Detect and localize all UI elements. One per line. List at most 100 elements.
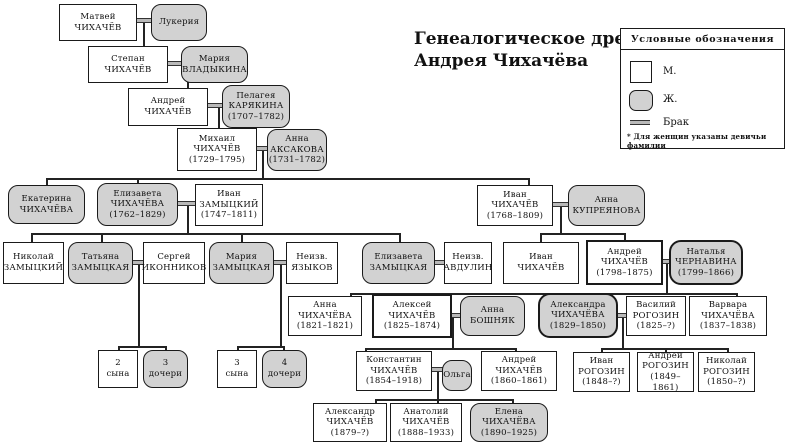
person-tatyana-zamytskaya: Татьяна ЗАМЫЦКАЯ [68,242,133,284]
descent-line-v [187,204,189,233]
descent-line-v [437,399,439,403]
person-neizv-avdulin: Неизв. АВДУЛИН [443,242,492,284]
person-anna-kupreyanova: Анна КУПРЕЯНОВА [568,185,645,226]
person-mikhail-chikhachev: Михаил ЧИХАЧЁВ (1729–1795) [177,128,257,171]
person-ivan-zamytskiy: Иван ЗАМЫЦКИЙ (1747–1811) [195,184,263,226]
person-ivan-chikhachev-1768: Иван ЧИХАЧЁВ (1768–1809) [477,185,553,226]
marriage-line [133,260,144,265]
person-anna-aksakova: Анна АКСАКОВА (1731–1782) [267,129,327,171]
descent-line-v [622,316,624,348]
person-natalya-chernavina: Наталья ЧЕРНАВИНА (1799–1866) [669,240,743,285]
person-nikolay-zamytskiy: Николай ЗАМЫЦКИЙ [3,242,64,284]
marriage-line [435,260,445,265]
marriage-line [274,260,287,265]
descent-line-v [280,263,282,346]
descent-line-v [46,178,48,185]
person-elizaveta-chikhacheva: Елизавета ЧИХАЧЁВА (1762–1829) [97,183,178,226]
descent-line-v [666,262,668,293]
person-anna-chikhacheva-1821: Анна ЧИХАЧЁВА (1821–1821) [288,296,362,336]
marriage-line [208,103,223,108]
descent-line-h [46,178,529,180]
diagram-title: Генеалогическое древо Андрея Чихачёва [414,28,648,72]
descent-line-v [399,233,401,242]
marriage-line [168,61,182,66]
marriage-line [178,201,196,206]
person-ekaterina-chikhacheva: Екатерина ЧИХАЧЁВА [8,185,85,224]
legend-header: Условные обозначения [621,29,784,50]
person-nikolay-rogozin: Николай РОГОЗИН (1850–?) [698,352,755,392]
person-aleksey-chikhachev-1825: Алексей ЧИХАЧЁВ (1825–1874) [372,294,452,338]
descent-line-v [601,348,603,352]
person-andrey-chikhachev-1798: Андрей ЧИХАЧЁВ (1798–1875) [586,240,663,285]
person-anatoliy-chikhachev: Анатолий ЧИХАЧЁВ (1888–1933) [390,403,462,442]
diagram-title-line2: Андрея Чихачёва [414,51,589,71]
marriage-line [452,313,461,318]
person-varvara-chikhacheva: Варвара ЧИХАЧЁВА (1837–1838) [689,296,767,336]
diagram-title-line1: Генеалогическое древо [414,29,649,49]
legend-marriage-label: Брак [663,117,689,128]
person-elizaveta-zamytskaya: Елизавета ЗАМЫЦКАЯ [362,242,435,284]
descent-line-v [375,399,377,403]
person-andrey-chikhachev-1860: Андрей ЧИХАЧЁВ (1860–1861) [481,351,557,391]
descent-line-h [118,346,166,348]
descent-line-v [624,233,626,240]
legend-note: * Для женщин указаны девичьи фамилии [627,132,767,150]
person-vasiliy-rogozin: Василий РОГОЗИН (1825–?) [626,296,686,336]
descent-line-v [512,399,514,403]
legend-male-label: М. [663,66,677,77]
descent-line-v [727,348,729,352]
descent-line-v [262,149,264,178]
group-3-sons: 3 сына [217,350,257,388]
person-andrey-chikhachev-sr: Андрей ЧИХАЧЁВ [128,88,208,126]
group-4-daughters: 4 дочери [262,350,307,388]
descent-line-h [601,348,728,350]
marriage-line [257,146,268,151]
person-aleksandra-chikhacheva-1829: Александра ЧИХАЧЁВА (1829–1850) [538,293,618,338]
descent-line-v [515,348,517,351]
person-matvey-chikhachev: Матвей ЧИХАЧЁВ [59,4,137,41]
marriage-line [553,202,569,207]
person-aleksandr-chikhachev: Александр ЧИХАЧЁВ (1879–?) [313,403,387,442]
descent-line-v [165,346,167,350]
descent-line-v [241,233,243,242]
group-2-sons: 2 сына [98,350,138,388]
person-anna-boshnyak: Анна БОШНЯК [460,296,525,336]
person-andrey-rogozin: Андрей РОГОЗИН (1849–1861) [637,351,694,393]
descent-line-v [560,205,562,233]
marriage-line [137,18,152,23]
person-lukeriya: Лукерия [151,4,207,41]
descent-line-h [237,346,284,348]
legend-female-label: Ж. [663,94,678,105]
person-neizv-yazykov: Неизв. ЯЗЫКОВ [286,242,338,284]
person-pelageya-karyakina: Пелагея КАРЯКИНА (1707–1782) [222,85,290,128]
person-ivan-chikhachev: Иван ЧИХАЧЁВ [503,242,579,284]
descent-line-v [101,233,103,242]
legend: Условные обозначения М. Ж. Брак * Для же… [620,28,785,150]
descent-line-v [365,348,367,351]
descent-line-v [540,233,542,242]
marriage-line [432,367,443,372]
descent-line-h [31,233,400,235]
descent-line-v [118,346,120,350]
person-mariya-zamytskaya: Мария ЗАМЫЦКАЯ [209,242,274,284]
female-swatch-icon [629,90,653,111]
descent-line-v [31,233,33,242]
person-stepan-chikhachev: Степан ЧИХАЧЁВ [88,46,168,83]
marriage-line [618,313,627,318]
person-ivan-rogozin: Иван РОГОЗИН (1848–?) [573,352,630,392]
descent-line-v [218,106,220,128]
descent-line-v [528,178,530,185]
person-elena-chikhacheva: Елена ЧИХАЧЁВА (1890–1925) [470,403,548,442]
descent-line-v [437,370,439,399]
person-konstantin-chikhachev: Константин ЧИХАЧЁВ (1854–1918) [356,351,432,391]
descent-line-v [237,346,239,350]
group-3-daughters: 3 дочери [143,350,188,388]
descent-line-v [736,293,738,296]
person-sergey-ikonnikov: Сергей ИКОННИКОВ [142,242,206,284]
marriage-line [663,259,670,264]
descent-line-h [365,348,516,350]
descent-line-h [375,399,513,401]
person-mariya-vladykina: Мария ВЛАДЫКИНА [181,46,248,83]
descent-line-v [137,178,139,183]
